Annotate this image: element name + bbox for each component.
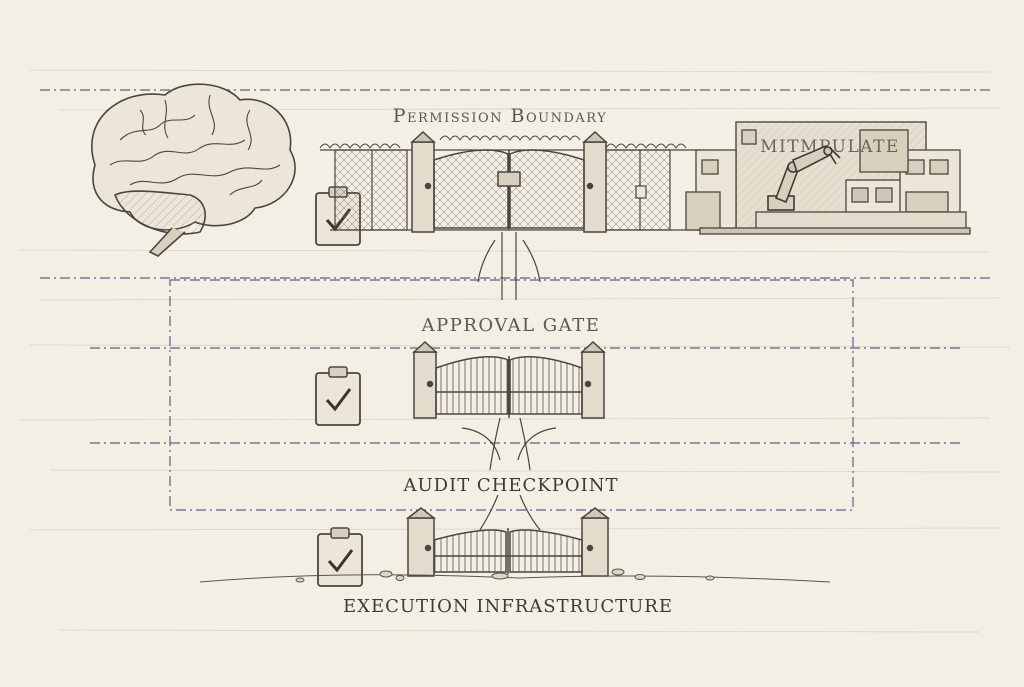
factory-icon <box>685 121 971 235</box>
robot-arm-icon <box>767 144 841 211</box>
approval-gate-label: APPROVAL GATE <box>421 315 601 336</box>
background-sketch-lines <box>19 69 1011 633</box>
ground-rubble <box>199 568 831 583</box>
clipboard-check-icon-3 <box>317 527 363 587</box>
connector-paths <box>461 232 557 531</box>
perimeter-fence <box>319 135 700 231</box>
brain-icon <box>91 83 296 257</box>
permission-boundary-label: Permission Boundary <box>393 105 608 127</box>
approval-audit-frame <box>169 279 854 511</box>
execution-infrastructure-label: EXECUTION INFRASTRUCTURE <box>343 596 673 617</box>
gate-icon-execution <box>405 507 611 577</box>
boundary-lines <box>40 89 990 511</box>
audit-checkpoint-label: AUDIT CHECKPOINT <box>402 475 618 496</box>
clipboard-check-icon-2 <box>315 366 361 426</box>
gate-icon-permission <box>410 130 608 233</box>
gate-icon-approval <box>412 340 606 419</box>
